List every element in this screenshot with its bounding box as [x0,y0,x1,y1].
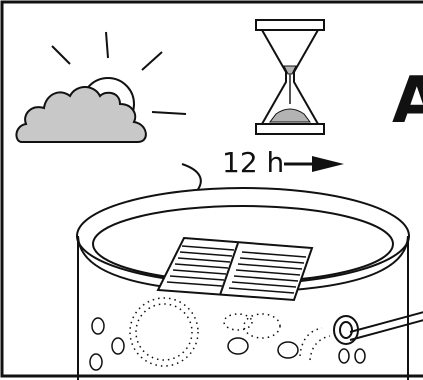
step-letter: A [392,64,423,138]
arrow-right-icon [284,156,344,172]
duration-label: 12 h [222,146,284,179]
cable-icon [333,311,423,345]
dotted-circles [129,297,331,367]
cloud-icon [15,86,147,143]
hourglass-icon [255,19,325,135]
perforation-pattern [89,317,366,371]
solar-panel-icon [156,236,314,302]
